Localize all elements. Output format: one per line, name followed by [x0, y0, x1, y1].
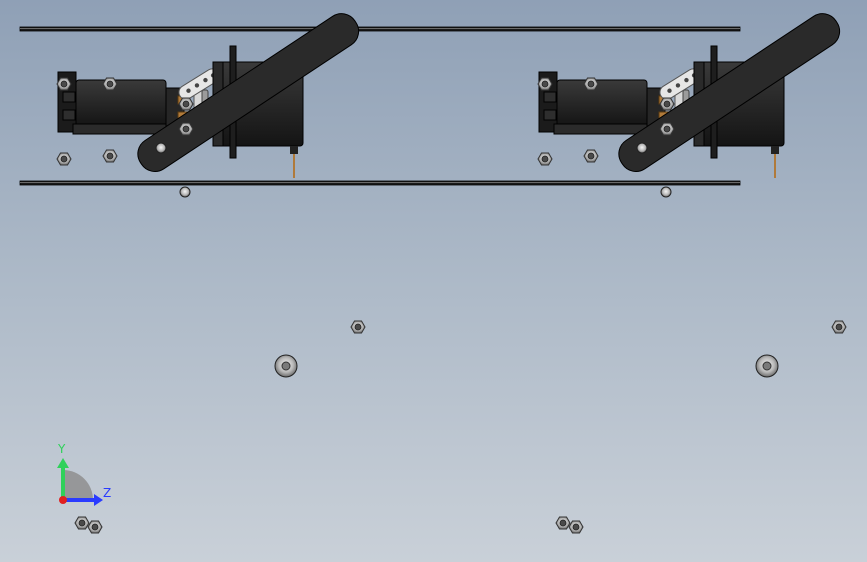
x-axis-point	[59, 496, 67, 504]
y-axis-label: Y	[58, 442, 66, 456]
hex-nut[interactable]	[555, 516, 571, 530]
hex-nut[interactable]	[87, 520, 103, 534]
leg-assembly-left[interactable]	[57, 7, 365, 377]
frame-rail-top[interactable]	[19, 26, 741, 32]
reference-triad	[57, 458, 103, 506]
hex-nut[interactable]	[831, 320, 847, 334]
z-axis-label: Z	[103, 486, 112, 500]
leg-assembly-right[interactable]	[538, 7, 846, 377]
frame-rail-bottom[interactable]	[19, 180, 741, 186]
hex-nut[interactable]	[350, 320, 366, 334]
hex-nut[interactable]	[74, 516, 90, 530]
hex-nut[interactable]	[568, 520, 584, 534]
